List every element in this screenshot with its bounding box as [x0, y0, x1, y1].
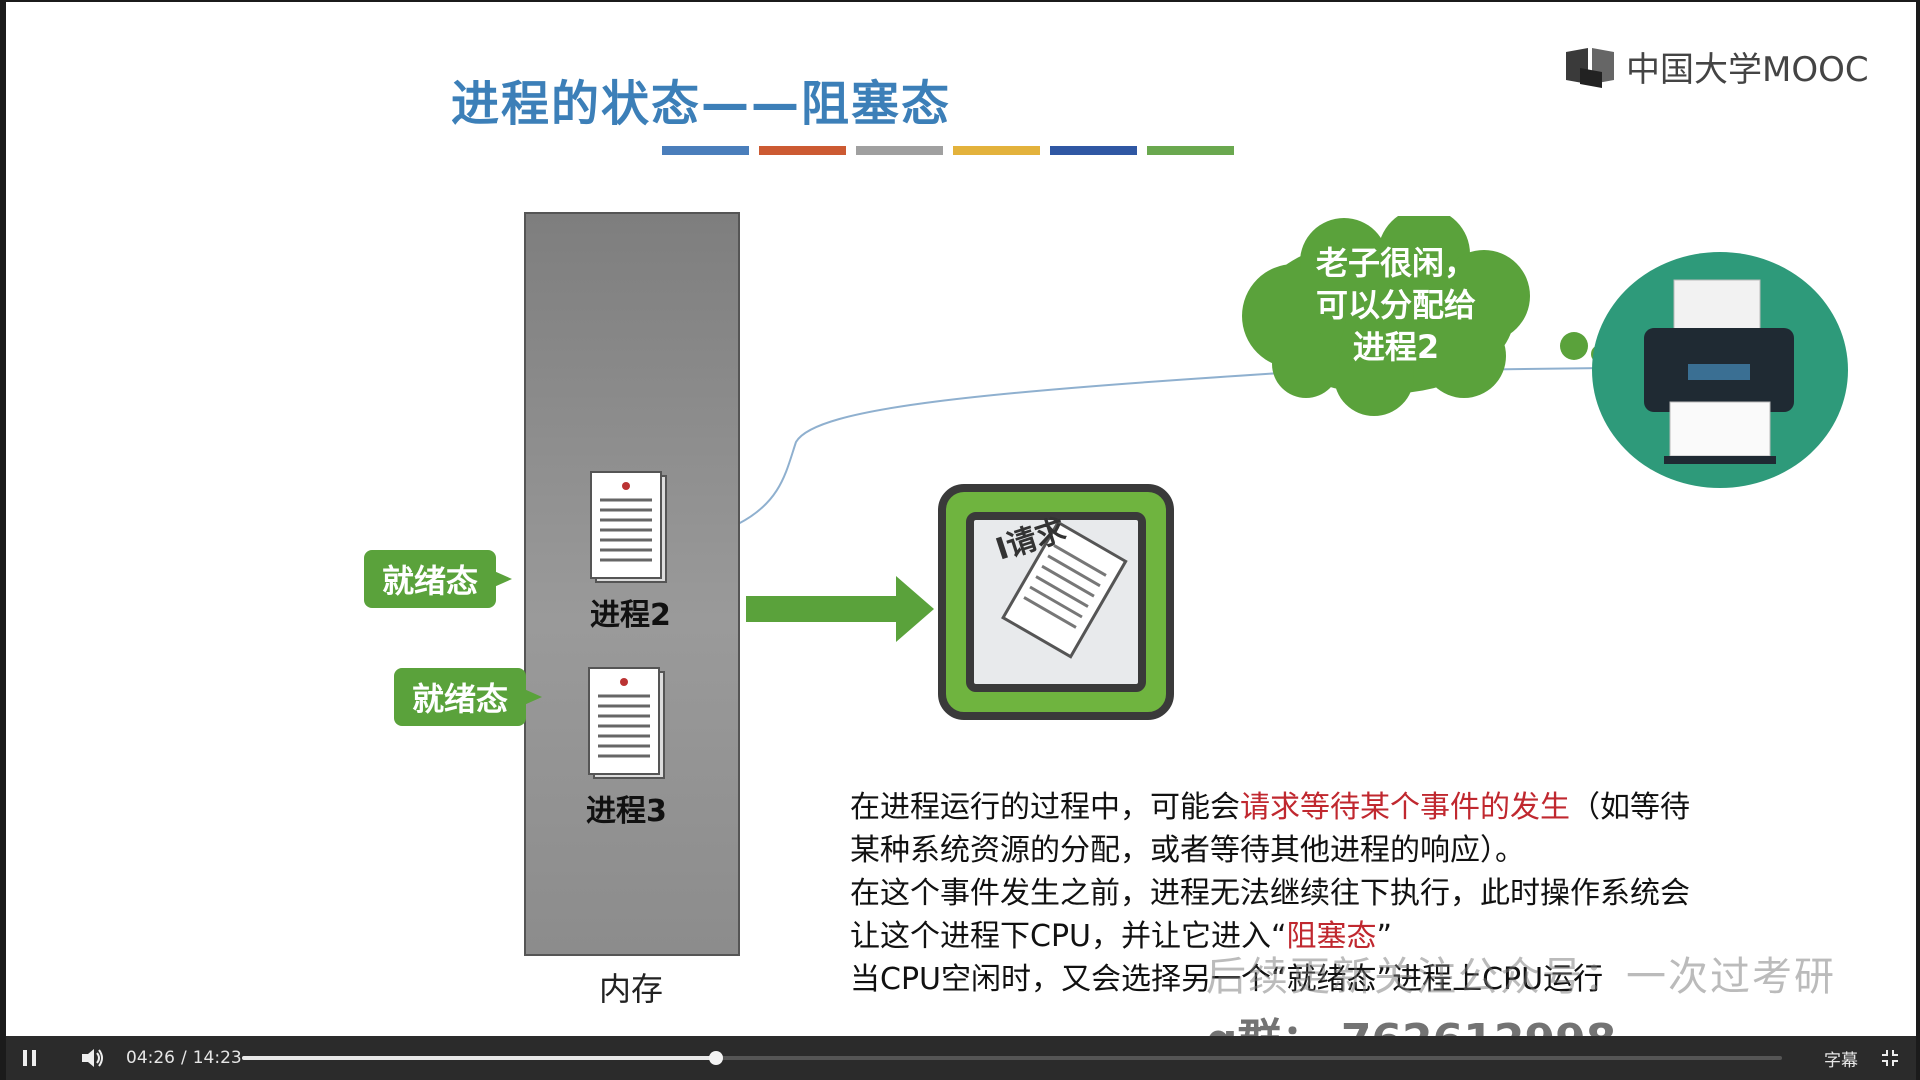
highlight-fragment: 请求等待某个事件的发生 — [1240, 790, 1570, 825]
progress-bar[interactable] — [242, 1056, 1782, 1060]
process2-document-icon[interactable] — [586, 468, 676, 586]
arrow-right-icon — [746, 574, 936, 644]
process2-label: 进程2 — [590, 590, 671, 634]
progress-fill — [242, 1056, 716, 1060]
description-line: 在这个事件发生之前，进程无法继续往下执行，此时操作系统会 — [850, 872, 1890, 915]
exit-fullscreen-button[interactable] — [1880, 1036, 1900, 1080]
pause-icon — [20, 1048, 40, 1068]
cloud-line: 老子很闲， — [1276, 242, 1516, 284]
process3-document-icon[interactable] — [584, 664, 674, 782]
volume-icon — [80, 1047, 106, 1069]
slide: 进程的状态——阻塞态 中国大学MOOC 内存 进程2 — [6, 2, 1916, 1036]
cpu-chip-icon: I请求 — [936, 482, 1176, 722]
subtitle-label: 字幕 — [1824, 1046, 1858, 1071]
cloud-text: 老子很闲， 可以分配给 进程2 — [1276, 242, 1516, 368]
description-fragment: 在进程运行的过程中，可能会 — [850, 790, 1240, 825]
description-line: 某种系统资源的分配，或者等待其他进程的响应）。 — [850, 829, 1890, 872]
play-pause-button[interactable] — [20, 1036, 40, 1080]
printer-icon — [1590, 252, 1850, 492]
cloud-line: 可以分配给 — [1276, 284, 1516, 326]
time-separator: / — [181, 1048, 187, 1068]
watermark-text: 后续更新关注公众号：一次过考研 — [1206, 944, 1836, 1002]
progress-handle[interactable] — [709, 1051, 723, 1065]
cloud-line: 进程2 — [1276, 326, 1516, 368]
subtitle-button[interactable]: 字幕 — [1824, 1036, 1858, 1080]
volume-button[interactable] — [80, 1036, 106, 1080]
exit-fullscreen-icon — [1880, 1048, 1900, 1068]
process3-label: 进程3 — [586, 786, 667, 830]
current-time: 04:26 — [126, 1048, 175, 1068]
time-display: 04:26 / 14:23 — [126, 1036, 242, 1080]
site-watermark: 王道考研/CSKAOYAN.COM — [1448, 1026, 1868, 1036]
description-line: 在进程运行的过程中，可能会请求等待某个事件的发生（如等待 — [850, 786, 1890, 829]
ready-state-tag: 就绪态 — [364, 550, 496, 608]
duration: 14:23 — [193, 1048, 242, 1068]
memory-label: 内存 — [566, 964, 696, 1010]
ready-state-tag: 就绪态 — [394, 668, 526, 726]
video-controls: 04:26 / 14:23 字幕 — [6, 1036, 1916, 1080]
description-fragment: （如等待 — [1570, 790, 1690, 825]
